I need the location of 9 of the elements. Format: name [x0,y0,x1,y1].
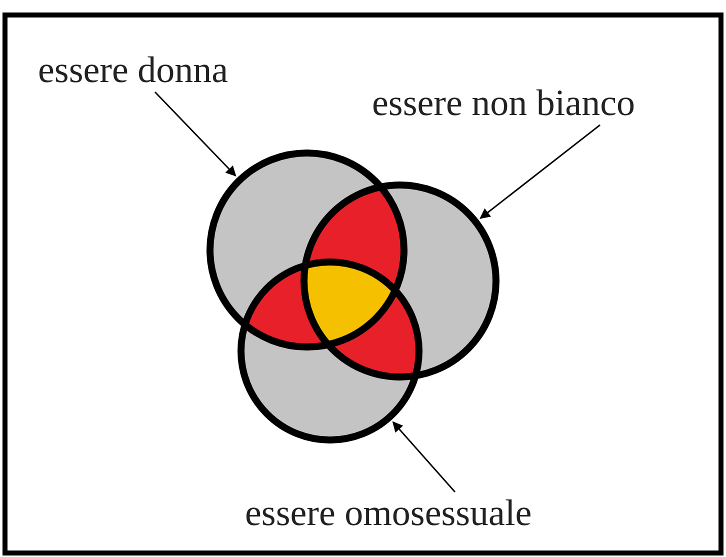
set-label: essere non bianco [372,85,636,122]
set-circle [300,182,500,380]
arrow [392,421,456,492]
set-circle [238,258,422,444]
arrow [480,124,600,219]
set-circle [206,150,408,350]
arrow [154,91,236,177]
set-label: essere omosessuale [245,495,532,532]
set-label: essere donna [38,52,228,89]
